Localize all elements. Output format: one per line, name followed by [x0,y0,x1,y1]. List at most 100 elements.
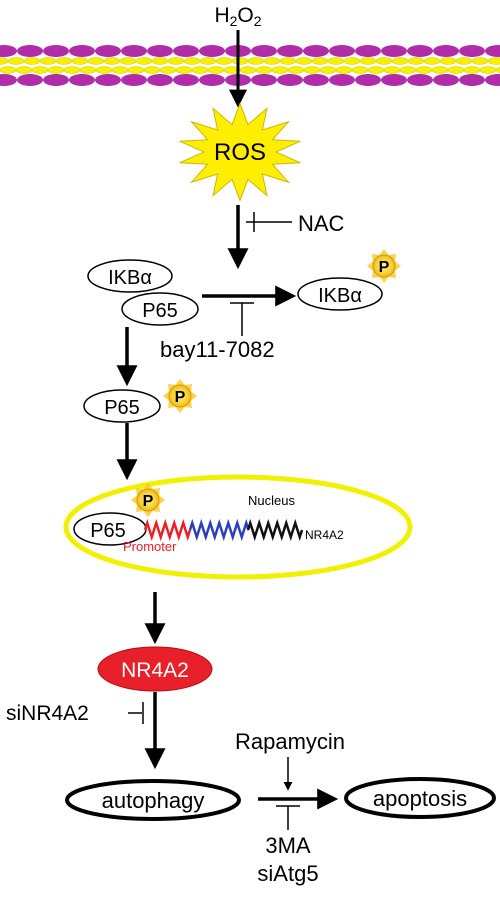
membrane-lipid-tail [255,66,273,74]
membrane-lipid-head [95,74,121,86]
membrane-lipid-head [17,45,43,57]
membrane-lipid-head [173,45,199,57]
phospho-mark-p65: P [163,379,197,413]
membrane-lipid-tail [39,57,57,65]
membrane-lipid-tail [287,66,305,74]
phospho-label: P [379,259,390,276]
membrane-lipid-tail [167,57,185,65]
membrane-lipid-tail [15,66,33,74]
autophagy-ellipse [65,779,241,821]
3ma-label: 3MA [265,833,311,858]
membrane-lipid-tail [135,57,153,65]
membrane-lipid-head [329,74,355,86]
p65-phospho-ellipse [83,389,161,423]
siatg5-label: siAtg5 [257,861,318,886]
membrane-lipid-tail [359,57,377,65]
membrane-lipid-tail [479,66,497,74]
p65-ellipse [121,292,199,326]
membrane-lipid-head [147,45,173,57]
membrane-lipid-tail [127,66,145,74]
membrane-lipid-tail [0,57,9,65]
membrane-lipid-head [407,45,433,57]
ikba-phospho-ellipse [297,277,383,311]
membrane-lipid-tail [71,57,89,65]
phospho-mark-ikba: P [367,249,401,283]
ros-label: ROS [214,139,266,166]
membrane-lipid-head [407,74,433,86]
promoter-dna [143,518,192,542]
membrane-lipid-tail [119,57,137,65]
phospho-mark-p65-nucleus: P [131,483,165,517]
phospho-label: P [175,389,186,406]
membrane-lipid-tail [159,66,177,74]
membrane-lipid-head [251,74,277,86]
membrane-lipid-tail [423,57,441,65]
membrane-lipid-head [381,45,407,57]
membrane-lipid-tail [319,66,337,74]
membrane-lipid-tail [207,66,225,74]
membrane-lipid-tail [279,57,297,65]
membrane-lipid-head [147,74,173,86]
membrane-lipid-head [485,45,500,57]
cell-membrane [0,45,500,86]
sinr4a2-label: siNR4A2 [6,702,89,725]
membrane-lipid-tail [247,57,265,65]
ikba-phospho-label: IKBα [318,285,362,307]
membrane-lipid-head [485,74,500,86]
membrane-lipid-head [121,45,147,57]
nucleus-label: Nucleus [248,493,295,508]
rapamycin-label: Rapamycin [235,729,345,754]
membrane-lipid-tail [271,66,289,74]
p65-nucleus-label: P65 [90,520,126,542]
membrane-lipid-tail [143,66,161,74]
bay-label: bay11-7082 [160,337,275,362]
membrane-lipid-head [43,45,69,57]
autophagy-label: autophagy [102,788,205,813]
membrane-lipid-head [173,74,199,86]
membrane-lipid-tail [487,57,500,65]
membrane-lipid-tail [231,57,249,65]
membrane-lipid-head [277,45,303,57]
membrane-lipid-tail [0,66,17,74]
membrane-lipid-head [69,45,95,57]
membrane-lipid-tail [103,57,121,65]
membrane-lipid-tail [327,57,345,65]
apoptosis-label: apoptosis [373,786,467,811]
membrane-lipid-tail [495,66,500,74]
ikba-ellipse [87,259,173,293]
membrane-lipid-tail [303,66,321,74]
membrane-lipid-tail [87,57,105,65]
membrane-lipid-head [433,74,459,86]
ros-starburst [179,102,301,202]
phospho-circle [168,384,192,408]
membrane-lipid-tail [215,57,233,65]
membrane-lipid-tail [47,66,65,74]
membrane-lipid-tail [431,66,449,74]
membrane-lipid-tail [55,57,73,65]
membrane-lipid-tail [63,66,81,74]
membrane-lipid-tail [399,66,417,74]
membrane-lipid-tail [295,57,313,65]
phospho-circle [372,254,396,278]
nr4a2-protein-node [97,646,213,692]
nr4a2-gene-label: NR4A2 [305,528,344,542]
membrane-lipid-tail [31,66,49,74]
membrane-lipid-tail [191,66,209,74]
membrane-lipid-tail [383,66,401,74]
membrane-lipid-head [121,74,147,86]
membrane-lipid-head [199,74,225,86]
membrane-lipid-tail [439,57,457,65]
membrane-lipid-head [95,45,121,57]
membrane-lipid-head [17,74,43,86]
membrane-lipid-head [381,74,407,86]
membrane-lipid-head [277,74,303,86]
membrane-lipid-tail [311,57,329,65]
membrane-lipid-tail [95,66,113,74]
membrane-lipid-head [433,45,459,57]
membrane-lipid-tail [343,57,361,65]
membrane-lipid-tail [455,57,473,65]
membrane-lipid-head [459,74,485,86]
membrane-lipid-tail [183,57,201,65]
phospho-label: P [143,493,154,510]
nac-label: NAC [298,211,345,236]
